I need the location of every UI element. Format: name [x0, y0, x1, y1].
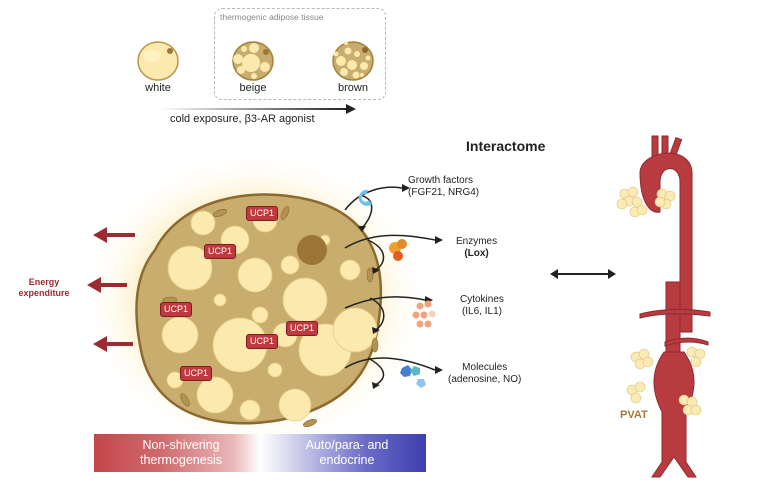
- item-name: Cytokines: [460, 294, 504, 305]
- secretion-arrows: [344, 184, 443, 389]
- molecule-icon: [400, 365, 426, 388]
- ucp1-marker: UCP1: [246, 206, 279, 221]
- growth-factors-label: Growth factors (FGF21, NRG4): [408, 175, 479, 199]
- energy-arrow-icon: [93, 227, 135, 243]
- right-line1: Auto/para- and: [305, 438, 389, 452]
- energy-label-line2: expenditure: [18, 288, 70, 298]
- thermogenic-group-label: thermogenic adipose tissue: [220, 12, 324, 22]
- non-shivering-label: Non-shivering thermogenesis: [106, 438, 256, 468]
- energy-arrows: [87, 227, 135, 352]
- growth-factor-icon: [358, 189, 372, 206]
- item-name: Growth factors: [408, 175, 474, 186]
- left-line1: Non-shivering: [142, 438, 220, 452]
- white-adipocyte-icon: [137, 41, 179, 81]
- cold-exposure-label: cold exposure, β3-AR agonist: [170, 113, 315, 125]
- item-detail: (FGF21, NRG4): [408, 187, 480, 198]
- brown-adipocyte: [80, 150, 430, 440]
- brown-adipocyte-icon: [332, 41, 374, 81]
- pvat-cluster-icon: [616, 186, 706, 416]
- ucp1-marker: UCP1: [160, 302, 193, 317]
- item-name: Molecules: [462, 362, 508, 373]
- energy-arrow-icon: [87, 277, 127, 293]
- pvat-label: PVAT: [620, 409, 648, 421]
- item-detail: (IL6, IL1): [461, 306, 502, 317]
- item-name: Enzymes: [456, 236, 498, 247]
- white-label: white: [145, 82, 171, 94]
- ucp1-marker: UCP1: [246, 334, 279, 349]
- interactome-title: Interactome: [466, 138, 546, 154]
- aorta-with-pvat: [616, 135, 711, 478]
- enzymes-label: Enzymes (Lox): [456, 236, 497, 260]
- ucp1-marker: UCP1: [204, 244, 237, 259]
- energy-expenditure-label: Energy expenditure: [14, 277, 74, 299]
- beige-adipocyte-icon: [232, 41, 274, 81]
- cytokine-icon: [412, 300, 436, 328]
- ucp1-marker: UCP1: [180, 366, 213, 381]
- adipocyte-types: [137, 41, 374, 81]
- energy-arrow-icon: [93, 336, 133, 352]
- item-detail: (adenosine, NO): [448, 374, 522, 385]
- cold-exposure-arrow: [160, 104, 356, 114]
- function-gradient-bar: Non-shivering thermogenesis Auto/para- a…: [94, 434, 426, 472]
- cytokines-label: Cytokines (IL6, IL1): [460, 294, 504, 318]
- double-arrow-icon: [550, 269, 616, 279]
- beige-label: beige: [239, 82, 267, 94]
- item-detail: (Lox): [464, 248, 489, 259]
- brown-label: brown: [338, 82, 368, 94]
- right-line2: endocrine: [319, 453, 375, 467]
- enzyme-icon: [389, 239, 407, 261]
- endocrine-label: Auto/para- and endocrine: [272, 438, 422, 468]
- energy-label-line1: Energy: [28, 277, 60, 287]
- thermogenic-group-box: [214, 8, 386, 100]
- ucp1-marker: UCP1: [286, 321, 319, 336]
- left-line2: thermogenesis: [140, 453, 222, 467]
- molecules-label: Molecules (adenosine, NO): [448, 362, 521, 386]
